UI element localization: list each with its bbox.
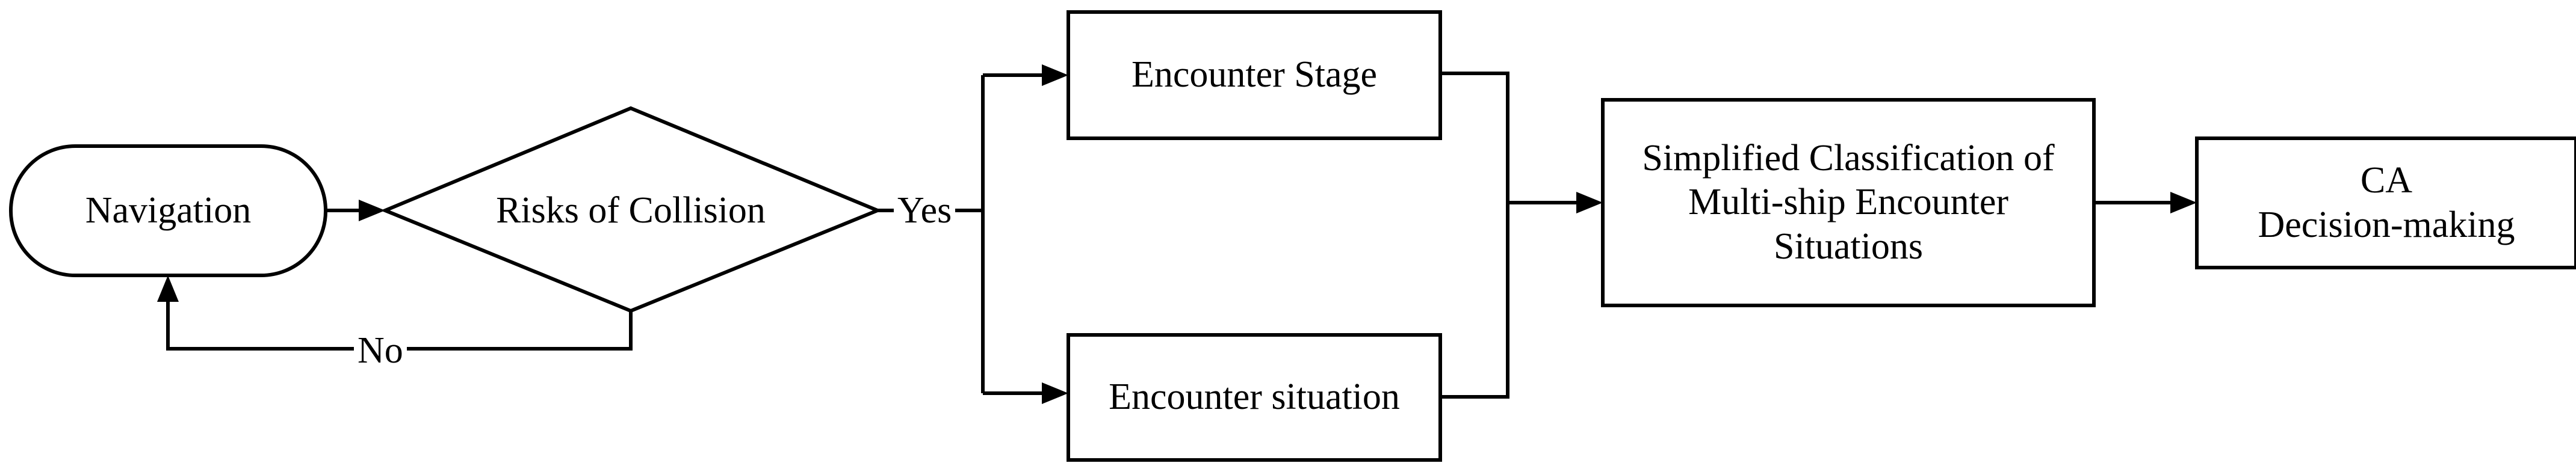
navigation-node: Navigation (11, 146, 326, 275)
decision-making-label: CA Decision-making (2258, 160, 2515, 245)
navigation-to-risks-arrow (326, 200, 385, 221)
encounter-stage-label: Encounter Stage (1131, 54, 1378, 96)
merge-to-classification-arrow (1440, 72, 1603, 399)
classification-node: Simplified Classification of Multi-ship … (1603, 100, 2094, 305)
risks-of-collision-node: Risks of Collision (445, 146, 816, 275)
risks-of-collision-label: Risks of Collision (496, 189, 766, 231)
encounter-situation-node: Encounter situation (1068, 335, 1440, 460)
classification-to-decision-arrow (2094, 192, 2197, 213)
decision-making-box-shape (2195, 136, 2576, 269)
no-edge-label: No (354, 332, 407, 369)
encounter-stage-box-shape (1067, 10, 1442, 140)
decision-making-node: CA Decision-making (2197, 138, 2576, 268)
yes-branch-arrows (878, 64, 1068, 404)
encounter-situation-box-shape (1067, 333, 1442, 462)
navigation-label: Navigation (85, 189, 252, 231)
yes-edge-label: Yes (894, 192, 956, 229)
encounter-situation-label: Encounter situation (1109, 376, 1400, 418)
encounter-stage-node: Encounter Stage (1068, 12, 1440, 138)
classification-label: Simplified Classification of Multi-ship … (1642, 138, 2055, 267)
classification-box-shape (1601, 98, 2096, 307)
